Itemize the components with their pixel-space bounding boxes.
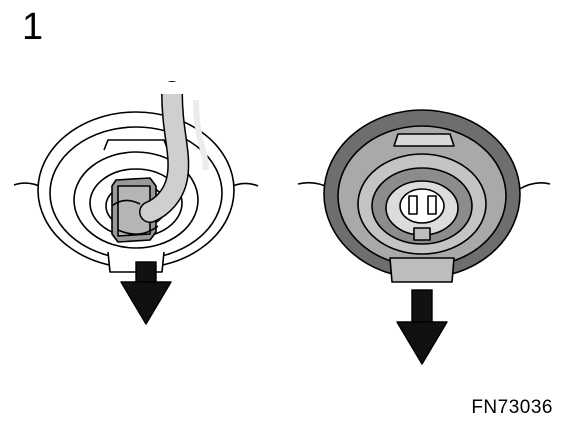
pull-direction-arrow-right	[396, 289, 448, 365]
socket-without-connector	[297, 109, 551, 283]
figure-code: FN73036	[471, 397, 553, 418]
socket-with-connector	[13, 81, 259, 273]
step-number: 1	[22, 6, 44, 48]
pull-direction-arrow-left	[120, 261, 172, 325]
